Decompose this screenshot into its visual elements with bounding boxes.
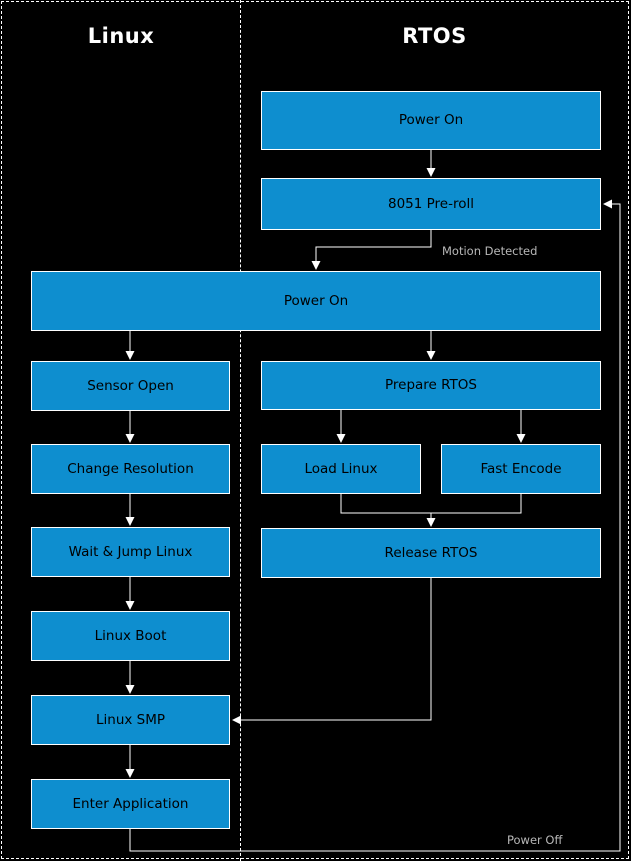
edge-label-power-off: Power Off [507, 833, 563, 847]
edge-label-motion-detected: Motion Detected [442, 244, 538, 258]
lane-header-linux: Linux [87, 24, 155, 48]
flow-node-power-on-rtos: Power On [261, 91, 601, 150]
lane-header-rtos: RTOS [402, 24, 467, 48]
